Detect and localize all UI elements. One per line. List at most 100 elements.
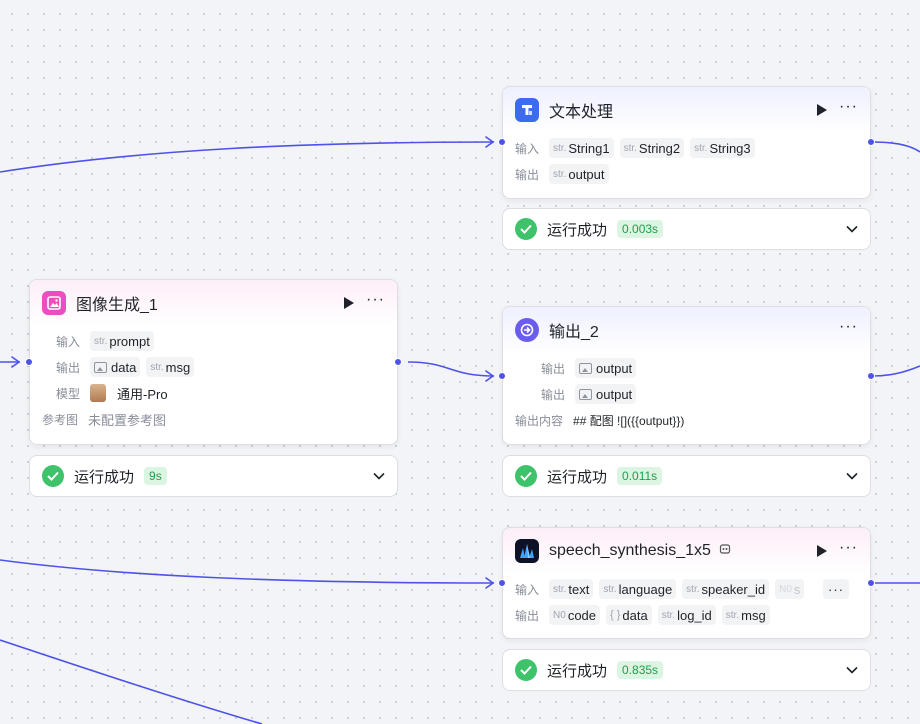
input-port[interactable] [498,372,506,380]
input-label: 输入 [515,582,540,597]
input-param-chip: str.speaker_id [682,579,770,599]
chevron-down-icon[interactable] [846,661,858,679]
edge-to-speech [0,559,495,584]
run-node-button[interactable] [817,545,828,557]
output-row: 输出 str.output [515,161,858,187]
run-time-badge: 9s [144,467,167,485]
success-check-icon [515,465,537,487]
run-node-button[interactable] [344,297,355,309]
output-icon [515,318,539,342]
output-port[interactable] [867,579,875,587]
model-row: 模型 通用-Pro [42,380,385,406]
input-label: 输入 [515,141,540,156]
input-param-chip: str.String1 [549,138,614,158]
output-2-header: 输出_2 ··· [503,307,870,353]
model-avatar-icon [90,384,107,402]
output-label: 输出 [56,360,81,375]
output-port[interactable] [867,138,875,146]
node-title: 图像生成_1 [76,297,158,314]
output-label: 输出 [541,361,566,376]
node-title: 输出_2 [549,324,599,341]
output-param-chip: data [90,357,141,377]
status-label: 运行成功 [547,468,608,486]
output-param-chip: output [575,384,637,404]
run-time-badge: 0.835s [617,661,664,679]
output-label: 输出 [515,167,540,182]
output-label: 输出 [541,387,566,402]
run-status-bar[interactable]: 运行成功 0.003s [502,208,871,250]
image-type-icon [579,388,593,400]
more-params-button[interactable]: ··· [823,579,850,599]
input-param-chip: str.text [549,579,594,599]
reference-image-value: 未配置参考图 [88,412,167,428]
status-label: 运行成功 [74,468,135,486]
edge-from-output [872,365,920,377]
output-label: 输出 [515,608,540,623]
more-options-icon[interactable]: ··· [839,539,858,556]
text-process-header: 文本处理 ··· [503,87,870,133]
input-port[interactable] [25,358,33,366]
run-time-badge: 0.003s [617,220,664,238]
text-process-node[interactable]: 文本处理 ··· 输入 str.String1 str.String2 str.… [502,86,871,199]
input-port[interactable] [498,579,506,587]
image-type-icon [94,361,108,373]
run-status-bar[interactable]: 运行成功 9s [29,455,398,497]
success-check-icon [515,659,537,681]
image-gen-node[interactable]: 图像生成_1 ··· 输入 str.prompt 输出 data str.msg… [29,279,398,445]
edge-from-text-process [872,141,920,153]
success-check-icon [42,465,64,487]
more-options-icon[interactable]: ··· [839,98,858,115]
output-content-row: 输出内容 ## 配图 ![]({{output}}) [515,407,858,433]
input-param-chip: str.language [599,579,677,599]
output-param-chip: output [575,358,637,378]
success-check-icon [515,218,537,240]
input-label: 输入 [56,334,81,349]
speech-synthesis-icon [515,539,539,563]
output-port[interactable] [867,372,875,380]
speech-synthesis-header: speech_synthesis_1x5 ··· [503,528,870,574]
output-content-value: ## 配图 ![]({{output}}) [573,413,685,428]
more-options-icon[interactable]: ··· [839,318,858,335]
speech-synthesis-node[interactable]: speech_synthesis_1x5 ··· 输入 str.text str… [502,527,871,639]
input-row: 输入 str.text str.language str.speaker_id … [515,576,858,602]
input-port[interactable] [498,138,506,146]
output-row: 输出 output [515,355,858,381]
chevron-down-icon[interactable] [373,467,385,485]
chevron-down-icon[interactable] [846,467,858,485]
input-row: 输入 str.prompt [42,328,385,354]
chevron-down-icon[interactable] [846,220,858,238]
run-status-bar[interactable]: 运行成功 0.835s [502,649,871,691]
run-node-button[interactable] [817,104,828,116]
output-param-chip: str.output [549,164,609,184]
output-param-chip: str.msg [146,357,195,377]
edge-to-text-process [0,141,495,173]
input-param-chip: str.String3 [690,138,755,158]
output-port[interactable] [394,358,402,366]
image-generation-icon [42,291,66,315]
run-status-bar[interactable]: 运行成功 0.011s [502,455,871,497]
node-title: 文本处理 [549,104,614,121]
plugin-badge-icon [719,542,731,560]
input-param-chip: str.String2 [619,138,685,158]
output-2-node[interactable]: 输出_2 ··· 输出 output 输出 output 输出内容 ## 配图 … [502,306,871,445]
image-type-icon [579,362,593,374]
edge-image-gen-to-output [407,361,495,377]
model-name: 通用-Pro [117,386,168,402]
output-param-chip: { }data [606,605,652,625]
model-label: 模型 [56,386,81,401]
status-label: 运行成功 [547,221,608,239]
output-content-label: 输出内容 [515,413,564,428]
node-title: speech_synthesis_1x5 [549,542,711,559]
input-row: 输入 str.String1 str.String2 str.String3 [515,135,858,161]
reference-image-label: 参考图 [42,412,79,427]
output-row: 输出 output [515,381,858,407]
reference-image-row: 参考图 未配置参考图 [42,406,385,432]
output-param-chip: str.log_id [657,605,716,625]
run-time-badge: 0.011s [617,467,663,485]
more-options-icon[interactable]: ··· [366,291,385,308]
image-gen-header: 图像生成_1 ··· [30,280,397,326]
